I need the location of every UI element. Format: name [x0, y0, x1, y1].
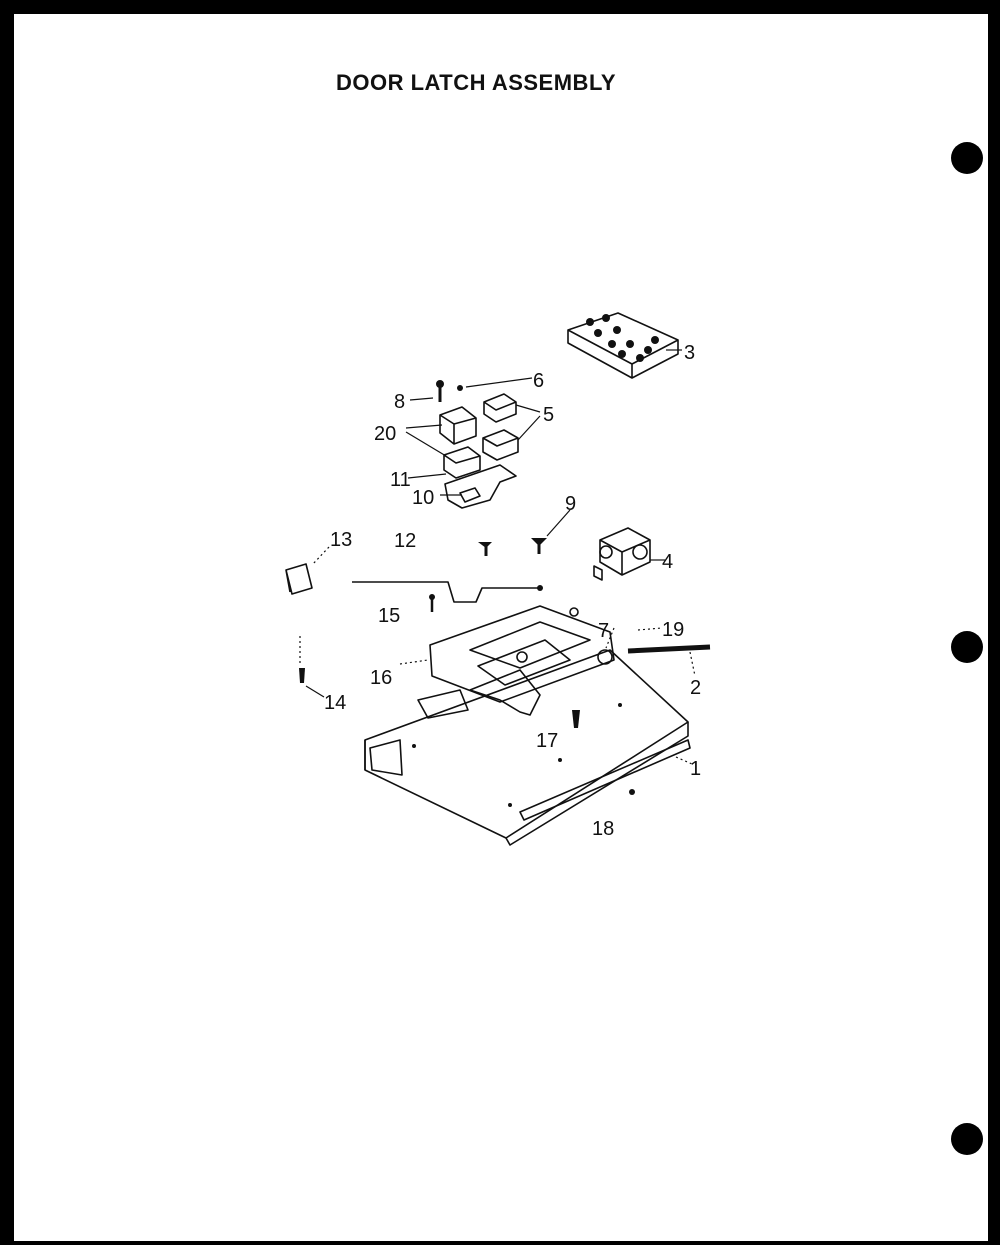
callout-18: 18 [592, 818, 614, 840]
terminal-block-part [567, 312, 679, 379]
binder-hole-middle [951, 631, 983, 663]
rail-part [627, 644, 711, 654]
callout-17: 17 [536, 730, 558, 752]
callout-13: 13 [330, 529, 352, 551]
callout-3: 3 [684, 342, 695, 364]
callout-2: 2 [690, 677, 701, 699]
switch-assembly [439, 393, 519, 509]
leader-lines [299, 349, 696, 765]
callout-10: 10 [412, 487, 434, 509]
latch-frame-part [417, 605, 615, 719]
callout-15: 15 [378, 605, 400, 627]
callout-12: 12 [394, 530, 416, 552]
drawing-sheet [14, 14, 988, 1241]
binder-hole-bottom [951, 1123, 983, 1155]
solenoid-part [593, 527, 651, 581]
callout-9: 9 [565, 493, 576, 515]
callout-19: 19 [662, 619, 684, 641]
callout-1: 1 [690, 758, 701, 780]
screws [299, 380, 580, 728]
callout-7: 7 [598, 620, 609, 642]
callout-14: 14 [324, 692, 346, 714]
cap-part [285, 563, 313, 595]
base-plate-part [364, 649, 691, 846]
binder-hole-top [951, 142, 983, 174]
callout-11: 11 [390, 469, 411, 491]
link-rod-part [352, 581, 540, 603]
callout-labels: 1 2 3 4 5 6 7 8 9 10 11 12 13 14 15 16 1… [324, 342, 701, 840]
callout-20: 20 [374, 423, 396, 445]
diagram-title: DOOR LATCH ASSEMBLY [336, 70, 617, 95]
callout-16: 16 [370, 667, 392, 689]
callout-5: 5 [543, 404, 554, 426]
callout-6: 6 [533, 370, 544, 392]
callout-4: 4 [662, 551, 673, 573]
callout-8: 8 [394, 391, 405, 413]
